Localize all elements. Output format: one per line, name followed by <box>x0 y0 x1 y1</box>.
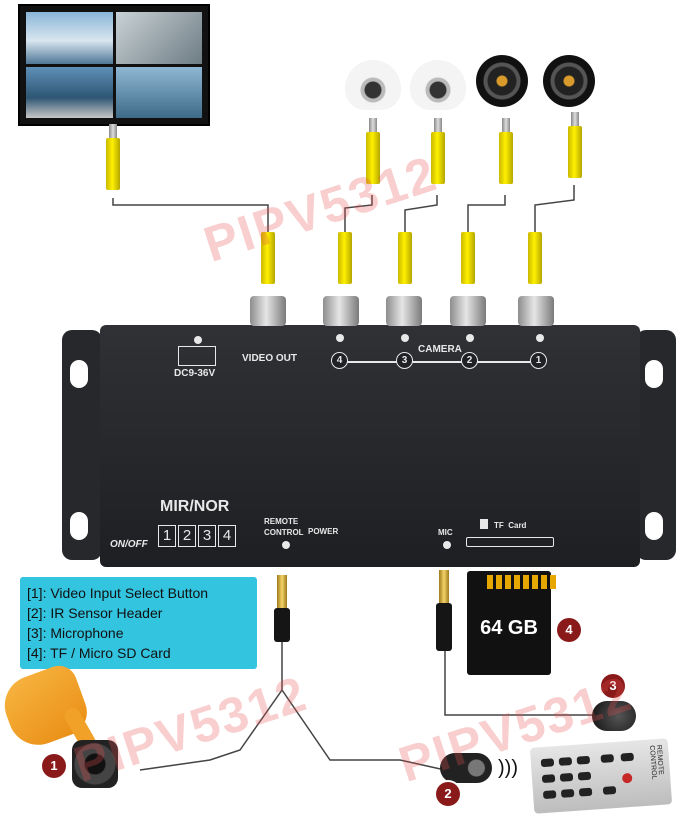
microphone <box>592 701 636 731</box>
dip-switch[interactable]: 1 2 3 4 <box>158 525 238 547</box>
camera-4-socket <box>323 296 359 326</box>
audio-jack-body <box>436 603 452 651</box>
indicator-dot <box>194 336 202 344</box>
rca-plug-input-3 <box>398 232 412 284</box>
indicator-dot <box>536 334 544 342</box>
rca-plug-tip <box>571 112 579 126</box>
sd-card-icon <box>480 519 488 529</box>
tf-card-slot[interactable] <box>466 537 554 547</box>
dip-switch-1[interactable]: 1 <box>158 525 176 547</box>
legend-panel: [1]: Video Input Select Button [2]: IR S… <box>20 577 257 669</box>
video-out-label: VIDEO OUT <box>242 353 298 364</box>
rca-plug-input-4 <box>338 232 352 284</box>
legend-item-4: [4]: TF / Micro SD Card <box>27 645 171 661</box>
rca-plug-video-out <box>261 232 275 284</box>
sd-card: 64 GB <box>467 571 556 675</box>
camera-1-socket <box>518 296 554 326</box>
bullet-camera-1 <box>476 55 528 107</box>
rca-plug-camera <box>568 126 582 178</box>
audio-jack-tip <box>277 575 287 609</box>
mount-hole <box>70 360 88 388</box>
mic-port <box>443 541 451 549</box>
on-off-label: ON/OFF <box>110 539 148 550</box>
rca-plug-camera <box>366 132 380 184</box>
legend-item-2: [2]: IR Sensor Header <box>27 605 163 621</box>
dc-power-icon <box>178 346 216 366</box>
mount-hole <box>645 360 663 388</box>
dip-switch-2[interactable]: 2 <box>178 525 196 547</box>
camera-number-3: 3 <box>396 352 413 369</box>
rca-plug-tip <box>434 118 442 132</box>
dome-camera-1 <box>345 60 401 110</box>
camera-2-socket <box>450 296 486 326</box>
remote-label: REMOTE CONTROL <box>647 744 665 780</box>
badge-2: 2 <box>436 782 460 806</box>
rca-plug-camera <box>431 132 445 184</box>
indicator-dot <box>336 334 344 342</box>
tf-card-label: TF Card <box>494 521 527 530</box>
wireless-signal-icon: ))) <box>498 757 518 779</box>
power-input-label: DC9-36V <box>174 368 216 379</box>
indicator-dot <box>466 334 474 342</box>
audio-jack-tip <box>439 570 449 604</box>
camera-view-2 <box>115 12 202 64</box>
camera-number-1: 1 <box>530 352 547 369</box>
mir-nor-label: MIR/NOR <box>160 498 230 515</box>
bullet-camera-2 <box>543 55 595 107</box>
remote-control[interactable]: REMOTE CONTROL <box>529 738 673 814</box>
badge-4: 4 <box>557 618 581 642</box>
sd-card-capacity: 64 GB <box>480 617 538 639</box>
rca-plug-input-2 <box>461 232 475 284</box>
rca-plug-tip <box>369 118 377 132</box>
camera-view-1 <box>26 12 113 64</box>
mic-label: MIC <box>438 528 453 537</box>
legend-item-1: [1]: Video Input Select Button <box>27 585 209 601</box>
audio-jack-body <box>274 608 290 642</box>
camera-view-3 <box>26 66 113 118</box>
badge-3: 3 <box>601 674 625 698</box>
remote-sensor-port <box>282 541 290 549</box>
indicator-dot <box>401 334 409 342</box>
mount-hole <box>645 512 663 540</box>
camera-label: CAMERA <box>418 344 462 355</box>
dip-switch-3[interactable]: 3 <box>198 525 216 547</box>
camera-number-4: 4 <box>331 352 348 369</box>
dome-camera-2 <box>410 60 466 110</box>
rca-plug-tip <box>109 124 117 138</box>
camera-3-socket <box>386 296 422 326</box>
rca-plug-input-1 <box>528 232 542 284</box>
camera-number-2: 2 <box>461 352 478 369</box>
remote-control-label: REMOTE CONTROL <box>264 517 304 537</box>
video-select-button[interactable] <box>72 740 118 788</box>
camera-view-4 <box>115 66 202 118</box>
video-out-socket <box>250 296 286 326</box>
mount-hole <box>70 512 88 540</box>
badge-1: 1 <box>42 754 66 778</box>
dip-switch-4[interactable]: 4 <box>218 525 236 547</box>
rca-plug-camera <box>499 132 513 184</box>
ir-sensor <box>440 753 492 783</box>
rca-plug-tip <box>502 118 510 132</box>
rca-plug-monitor <box>106 138 120 190</box>
camera-rule <box>343 361 543 363</box>
power-label: POWER <box>308 527 339 536</box>
monitor-display <box>18 4 210 126</box>
legend-item-3: [3]: Microphone <box>27 625 124 641</box>
